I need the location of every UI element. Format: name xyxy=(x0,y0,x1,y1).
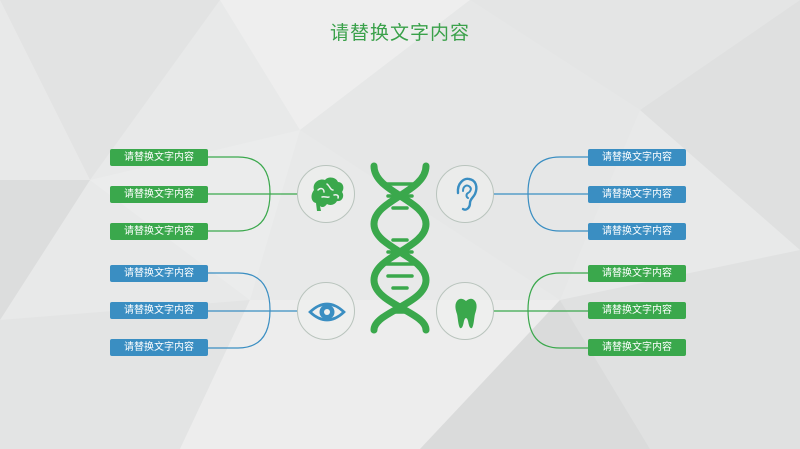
ear-icon xyxy=(456,177,478,211)
tooth-icon xyxy=(455,298,477,329)
ear-circle xyxy=(436,165,494,223)
eye-icon xyxy=(308,302,346,322)
label-eye-2: 请替换文字内容 xyxy=(110,302,208,319)
label-brain-2: 请替换文字内容 xyxy=(110,186,208,203)
brain-circle xyxy=(297,165,355,223)
brain-icon xyxy=(311,177,344,211)
dna-icon xyxy=(370,162,430,334)
label-eye-3: 请替换文字内容 xyxy=(110,339,208,356)
label-tooth-2: 请替换文字内容 xyxy=(588,302,686,319)
label-eye-1: 请替换文字内容 xyxy=(110,265,208,282)
slide-title: 请替换文字内容 xyxy=(329,22,470,44)
label-ear-3: 请替换文字内容 xyxy=(588,223,686,240)
eye-circle xyxy=(297,282,355,340)
label-tooth-1: 请替换文字内容 xyxy=(588,265,686,282)
label-brain-3: 请替换文字内容 xyxy=(110,223,208,240)
tooth-circle xyxy=(436,282,494,340)
label-ear-1: 请替换文字内容 xyxy=(588,149,686,166)
label-brain-1: 请替换文字内容 xyxy=(110,149,208,166)
label-ear-2: 请替换文字内容 xyxy=(588,186,686,203)
label-tooth-3: 请替换文字内容 xyxy=(588,339,686,356)
